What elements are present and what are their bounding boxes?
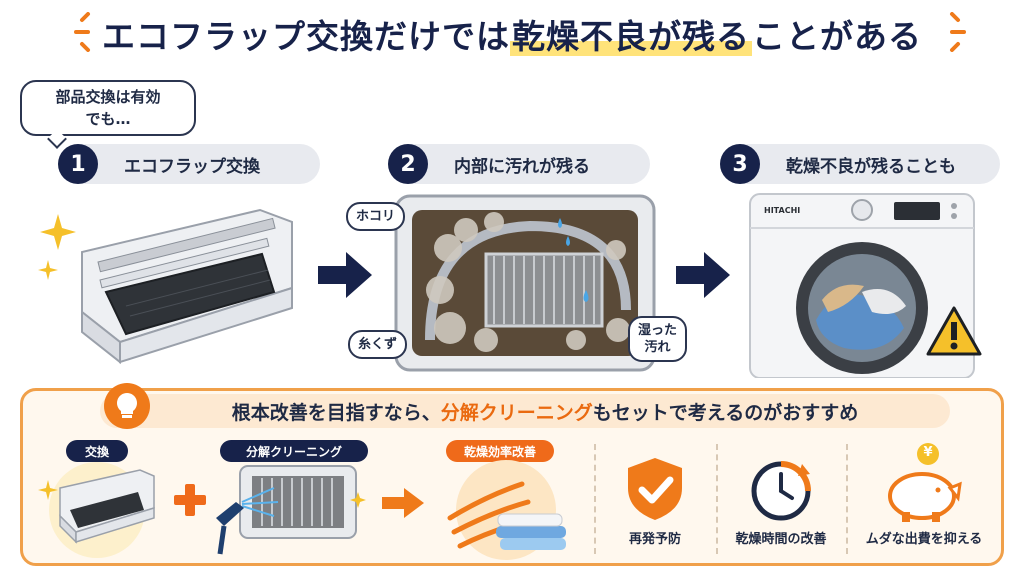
bubble-line2: でも… xyxy=(85,110,131,128)
orange-arrow-icon xyxy=(382,488,424,518)
yen-coin-symbol: ¥ xyxy=(923,445,933,460)
recommendation-banner: 根本改善を目指すなら、分解クリーニングもセットで考えるのがおすすめ xyxy=(100,394,950,428)
shield-check-icon xyxy=(628,458,682,520)
piggy-bank-icon xyxy=(888,443,962,522)
banner-part1: 根本改善を目指すなら、 xyxy=(231,401,441,424)
step-label: エコフラップ交換 xyxy=(124,156,260,177)
pill-replace: 交換 xyxy=(66,440,128,462)
step-label: 乾燥不良が残ることも xyxy=(786,156,956,177)
title-part1: エコフラップ交換だけでは xyxy=(102,17,510,56)
step-1-header: 1 エコフラップ交換 xyxy=(58,144,320,184)
benefit-label-prevention: 再発予防 xyxy=(628,532,681,547)
banner-accent: 分解クリーニング xyxy=(440,401,593,424)
drying-improvement-illustration xyxy=(447,460,566,560)
disassembly-cleaning-illustration xyxy=(216,465,366,555)
banner-part2: もセットで考えるのがおすすめ xyxy=(592,401,859,424)
callout-wet-line2: 汚れ xyxy=(644,340,671,355)
clock-icon xyxy=(751,461,811,521)
divider xyxy=(594,444,596,554)
divider xyxy=(846,444,848,554)
replace-part-illustration xyxy=(38,462,155,558)
step-2-header: 2 内部に汚れが残る xyxy=(388,144,650,184)
eco-flap-part-illustration xyxy=(38,208,293,365)
washer-brand-label: HITACHI xyxy=(764,206,801,215)
benefit-label-drying-time: 乾燥時間の改善 xyxy=(735,532,827,547)
dirty-interior-illustration xyxy=(394,194,656,372)
callout-dust-text: ホコリ xyxy=(356,209,396,224)
washing-machine-illustration xyxy=(749,193,982,378)
pill-efficiency: 乾燥効率改善 xyxy=(446,440,554,462)
lightbulb-icon xyxy=(104,383,150,429)
bubble-line1: 部品交換は有効 xyxy=(55,88,161,106)
step-3-header: 3 乾燥不良が残ることも xyxy=(720,144,1000,184)
speech-bubble: 部品交換は有効 でも… xyxy=(20,80,196,136)
callout-lint: 糸くず xyxy=(348,330,408,359)
plus-icon xyxy=(174,484,206,516)
pill-cleaning: 分解クリーニング xyxy=(220,440,368,462)
step-number: 1 xyxy=(58,144,98,184)
step-number: 3 xyxy=(720,144,760,184)
step-number: 2 xyxy=(388,144,428,184)
divider xyxy=(716,444,718,554)
title-part2: ことがある xyxy=(752,17,922,56)
step-label: 内部に汚れが残る xyxy=(454,156,590,177)
sparkle-right-icon xyxy=(950,12,966,52)
title-highlight: 乾燥不良が残る xyxy=(510,17,752,56)
arrow-right-icon xyxy=(318,252,372,298)
arrow-right-icon xyxy=(676,252,730,298)
benefit-label-save-money: ムダな出費を抑える xyxy=(865,532,983,547)
callout-dust: ホコリ xyxy=(346,202,406,231)
callout-lint-text: 糸くず xyxy=(358,337,398,352)
callout-wet-line1: 湿った xyxy=(638,323,678,338)
sparkle-left-icon xyxy=(74,12,90,52)
page-title: エコフラップ交換だけでは乾燥不良が残ることがある xyxy=(0,6,1024,62)
callout-wet-dirt: 湿った 汚れ xyxy=(628,316,688,362)
